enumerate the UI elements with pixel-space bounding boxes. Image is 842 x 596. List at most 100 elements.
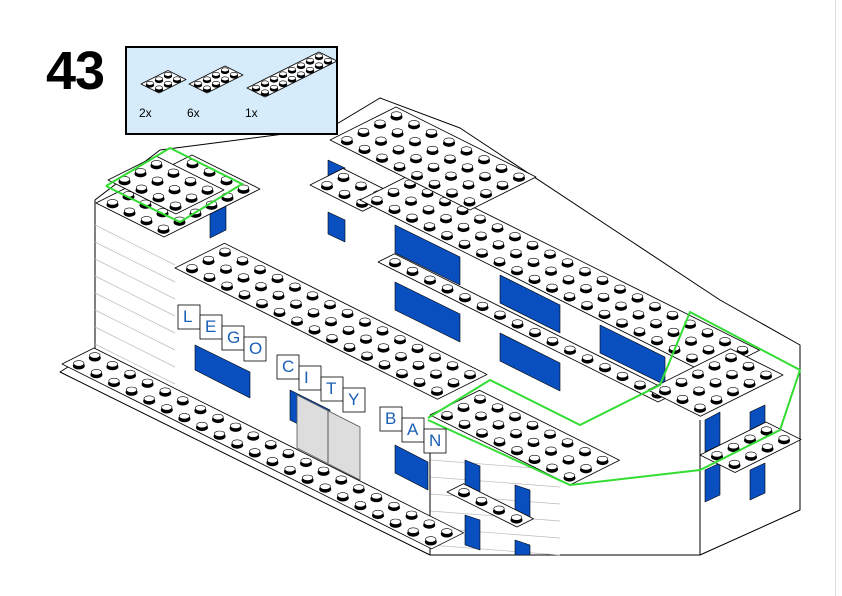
stud-top	[459, 293, 471, 300]
stud-top	[376, 153, 388, 160]
stud-top	[493, 257, 505, 264]
stud-top	[509, 232, 521, 239]
stud-top	[476, 248, 488, 255]
stud-top	[527, 257, 539, 265]
brick-seam	[94, 224, 176, 266]
stud-top	[291, 316, 303, 323]
stud-top	[462, 180, 474, 187]
brick-seam	[94, 258, 176, 300]
stud-top	[360, 334, 372, 341]
part-quantity: 2x	[139, 106, 152, 120]
stud-top	[744, 434, 756, 441]
stud-top	[461, 163, 473, 170]
brick-seam	[94, 343, 176, 385]
stud-top	[306, 291, 318, 298]
window	[194, 344, 251, 399]
stud-top	[237, 256, 249, 263]
stud-top	[444, 154, 456, 161]
stud-top	[308, 325, 320, 332]
stud-top	[158, 224, 170, 231]
stud-top	[395, 352, 407, 359]
stud-top	[221, 76, 229, 82]
stud-top	[563, 472, 575, 479]
sign-letter: B	[385, 409, 396, 428]
stud-top	[168, 168, 180, 175]
stud-top	[256, 299, 268, 306]
stud-top	[760, 370, 772, 377]
stud-top	[388, 501, 400, 509]
highlight-outline	[427, 310, 802, 487]
stud-top	[458, 239, 470, 247]
stud-top	[170, 201, 182, 208]
stud-top	[289, 282, 301, 289]
stud-top	[370, 493, 382, 500]
sign-tile	[423, 428, 447, 454]
step-number: 43	[46, 41, 105, 101]
stud-top	[529, 328, 541, 335]
stud-top	[727, 442, 739, 450]
stud-top	[562, 275, 574, 282]
window	[394, 281, 461, 343]
stud-top	[693, 386, 705, 393]
stud-top	[580, 284, 592, 291]
window	[464, 514, 481, 551]
stud-top	[185, 177, 197, 184]
window	[499, 274, 561, 334]
stud-top	[194, 81, 202, 86]
highlight-outline	[105, 146, 245, 224]
stud-top	[375, 136, 387, 143]
stud-top	[288, 67, 296, 72]
stud-top	[476, 301, 488, 309]
stud-top	[221, 67, 229, 73]
brick-seam	[429, 544, 561, 556]
stud-top	[89, 352, 101, 359]
stud-top	[343, 342, 355, 350]
stud-top	[494, 310, 506, 317]
stud-top	[408, 120, 420, 127]
stud-top	[579, 447, 591, 454]
stud-top	[315, 62, 323, 68]
stud-top	[562, 455, 574, 462]
stud-top	[359, 317, 371, 324]
stud-top	[169, 185, 181, 192]
stud-top	[546, 283, 558, 290]
stud-top	[760, 426, 772, 433]
stud-top	[475, 411, 487, 418]
stud-top	[528, 274, 540, 282]
stud-top	[135, 168, 147, 175]
stud-top	[457, 222, 469, 230]
stud-top	[146, 81, 154, 86]
stud-top	[596, 455, 608, 463]
plate-top	[329, 106, 537, 211]
stud-top	[338, 189, 350, 197]
stud-top	[423, 222, 435, 229]
stud-top	[271, 273, 283, 281]
stud-top	[155, 85, 163, 91]
stud-top	[441, 528, 453, 535]
stud-top	[510, 514, 522, 521]
stud-top	[581, 354, 593, 361]
stud-top	[196, 421, 208, 429]
stud-top	[249, 448, 261, 455]
stud-top	[389, 258, 401, 265]
stud-top	[321, 181, 333, 188]
stud-top	[634, 380, 646, 387]
stud-top	[526, 240, 538, 248]
stud-top	[126, 386, 138, 393]
stud-top	[745, 451, 757, 458]
stud-top	[279, 80, 287, 86]
stud-top	[411, 171, 423, 178]
stud-top	[203, 255, 215, 263]
stud-top	[290, 299, 302, 306]
stud-top	[527, 437, 539, 445]
stud-top	[279, 71, 287, 77]
stud-top	[335, 475, 347, 482]
stud-top	[152, 176, 164, 183]
window	[327, 211, 346, 243]
stud-top	[649, 302, 661, 309]
stud-top	[354, 501, 366, 508]
stud-top	[580, 464, 592, 471]
stud-top	[778, 435, 790, 442]
stud-top	[475, 231, 487, 238]
